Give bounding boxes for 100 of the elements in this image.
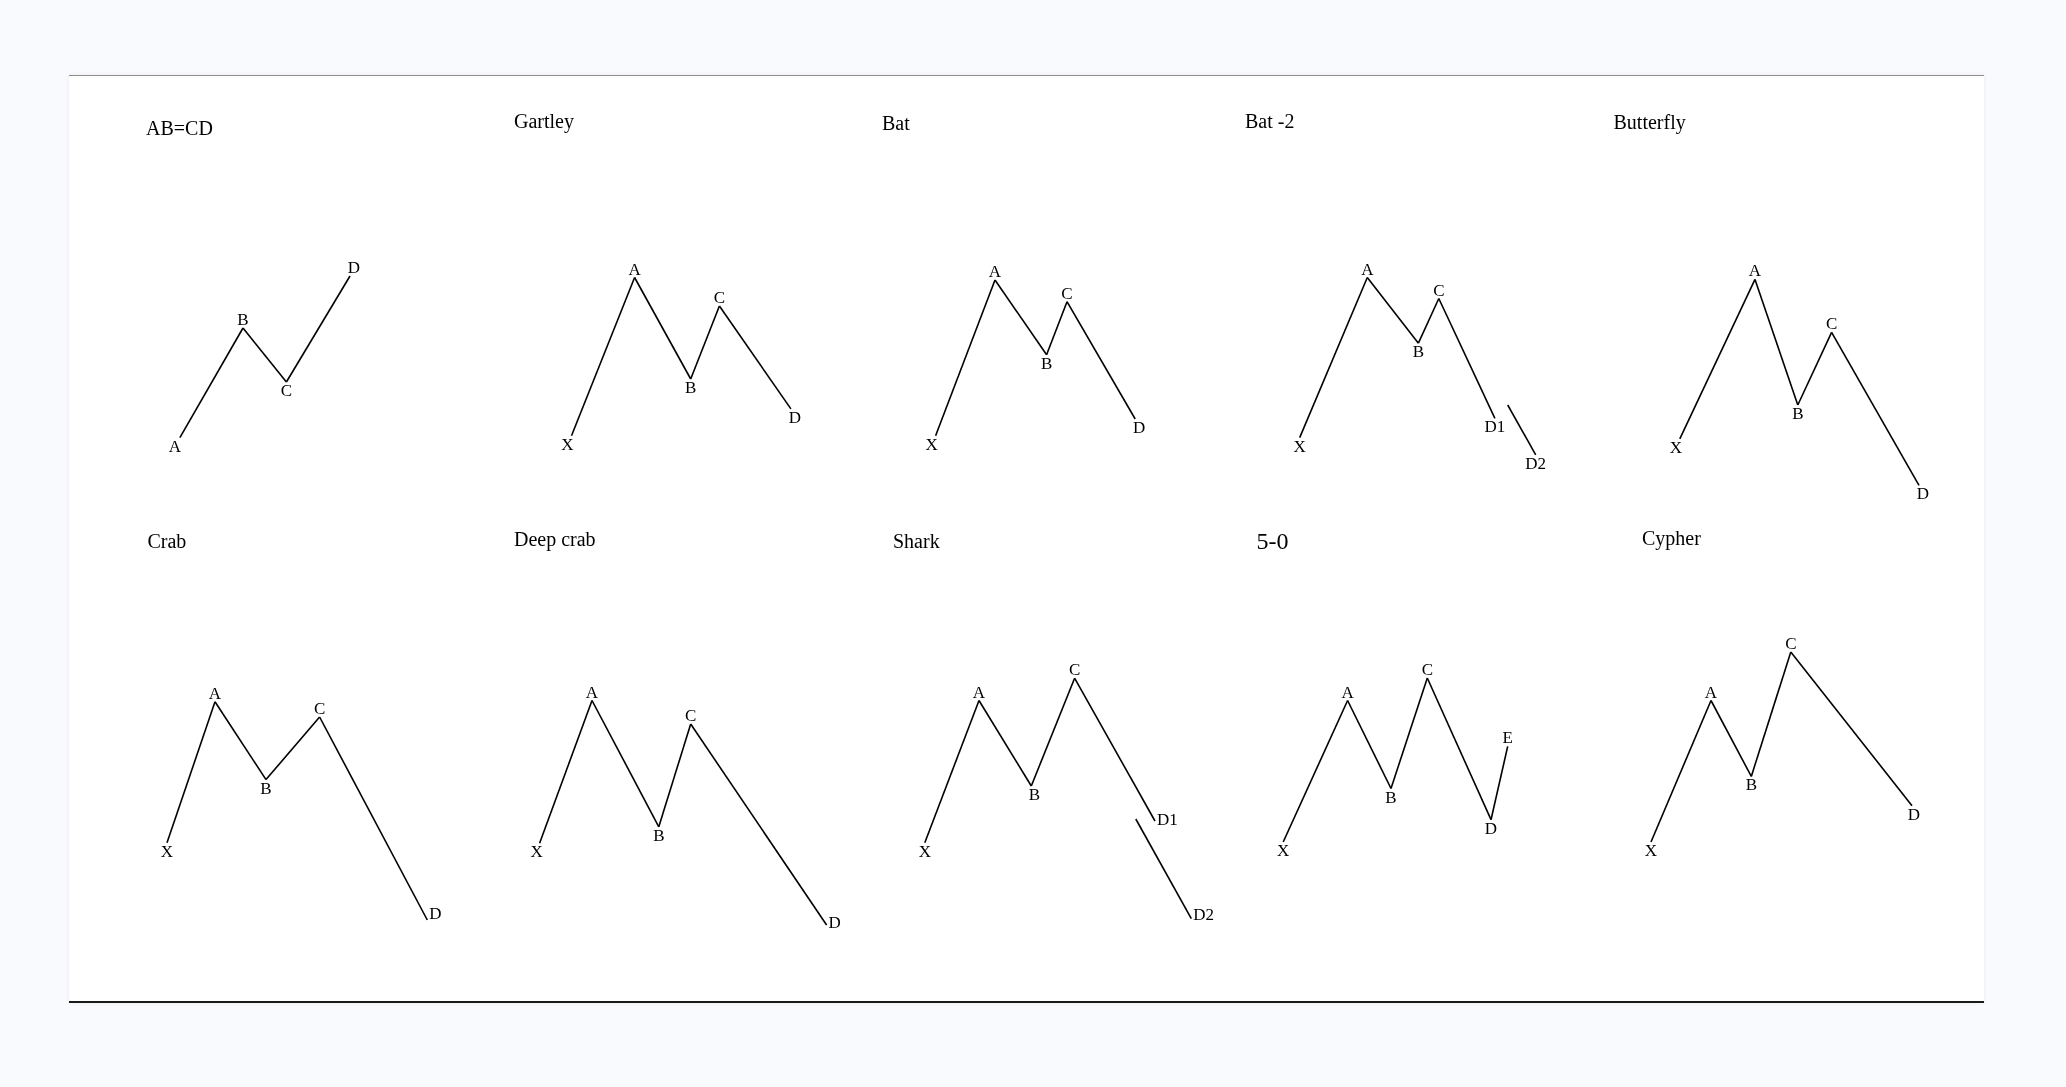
point-label: D [1482, 819, 1500, 837]
point-label: D1 [1155, 810, 1180, 828]
point-label: D [427, 904, 444, 922]
point-label: D [1914, 485, 1932, 503]
line-segment [1797, 331, 1833, 406]
line-segment [1135, 818, 1193, 920]
point-label: B [1383, 788, 1399, 806]
line-segment [1438, 297, 1496, 420]
point-label: B [1038, 354, 1055, 372]
line-segment [1045, 300, 1068, 356]
line-segment [1830, 331, 1920, 487]
point-label: X [1667, 438, 1684, 456]
point-label: D [1905, 805, 1923, 823]
pattern-title: Deep crab [514, 529, 596, 549]
point-label: D2 [1523, 454, 1549, 472]
point-label: X [1291, 437, 1308, 455]
point-label: X [158, 842, 176, 860]
point-label: A [626, 260, 643, 278]
line-segment [1066, 300, 1136, 420]
point-label: C [311, 700, 328, 717]
line-segment [1073, 677, 1156, 822]
line-segment [689, 723, 828, 926]
point-label: D [786, 408, 804, 426]
pattern-title: Shark [893, 530, 940, 551]
point-label: C [1419, 661, 1435, 678]
point-label: B [1410, 343, 1427, 361]
point-label: X [916, 842, 933, 860]
line-segment [285, 275, 351, 383]
point-label: C [1823, 315, 1840, 333]
point-label: B [683, 379, 699, 396]
pattern-title: Bat -2 [1245, 110, 1295, 131]
line-segment [1426, 677, 1492, 821]
point-label: B [235, 311, 251, 328]
line-segment [1790, 651, 1913, 807]
pattern-title: AB=CD [146, 117, 213, 138]
point-label: D1 [1482, 418, 1508, 436]
point-label: C [683, 707, 699, 724]
pattern-title: 5-0 [1256, 528, 1289, 553]
pattern-title: Butterfly [1613, 112, 1686, 132]
point-label: D [826, 913, 843, 931]
line-segment [591, 699, 660, 828]
point-label: A [1339, 683, 1356, 701]
point-label: C [711, 289, 728, 306]
point-label: X [528, 843, 545, 861]
point-label: D [1131, 419, 1148, 436]
point-label: C [1066, 661, 1083, 679]
line-segment [718, 305, 792, 410]
point-label: C [278, 382, 295, 399]
line-segment [166, 701, 216, 844]
point-label: B [1743, 776, 1759, 794]
point-label: X [923, 435, 940, 453]
line-segment [658, 723, 692, 828]
line-segment [689, 305, 721, 380]
line-segment [1679, 278, 1756, 440]
pattern-title: Cypher [1642, 528, 1701, 548]
point-label: X [1275, 842, 1292, 859]
point-label: B [1790, 405, 1806, 422]
point-label: X [559, 435, 576, 453]
point-label: X [1642, 842, 1660, 859]
line-segment [265, 716, 321, 781]
point-label: A [1702, 683, 1720, 701]
line-segment [1710, 699, 1753, 778]
line-segment [1750, 651, 1792, 778]
point-label: A [583, 683, 601, 701]
point-label: A [206, 684, 224, 702]
line-segment [242, 327, 288, 383]
line-segment [1030, 677, 1076, 787]
point-label: C [1059, 284, 1075, 302]
point-label: A [1746, 262, 1764, 280]
line-segment [994, 279, 1048, 356]
line-segment [1298, 276, 1369, 439]
point-label: B [651, 826, 667, 844]
point-label: C [1783, 635, 1799, 652]
line-segment [1490, 745, 1509, 821]
line-segment [934, 279, 996, 437]
point-label: B [258, 779, 274, 797]
point-label: E [1500, 729, 1515, 747]
line-segment [1417, 297, 1440, 344]
point-label: A [166, 437, 184, 455]
line-segment [214, 701, 267, 781]
pattern-title: Gartley [514, 110, 574, 131]
line-segment [538, 699, 593, 845]
point-label: D2 [1191, 905, 1217, 923]
line-segment [1754, 278, 1799, 406]
line-segment [179, 327, 244, 439]
line-segment [318, 716, 429, 921]
point-label: C [1431, 281, 1447, 299]
line-segment [570, 276, 636, 437]
line-segment [1650, 699, 1712, 843]
line-segment [1346, 699, 1392, 790]
line-segment [1282, 699, 1349, 843]
pattern-title: Bat [882, 113, 910, 133]
line-segment [978, 699, 1033, 787]
point-label: A [970, 683, 988, 701]
point-label: A [986, 263, 1004, 280]
point-label: A [1359, 260, 1376, 278]
line-segment [1390, 677, 1429, 790]
line-segment [1366, 276, 1420, 344]
pattern-title: Crab [147, 530, 187, 551]
line-segment [924, 699, 980, 844]
